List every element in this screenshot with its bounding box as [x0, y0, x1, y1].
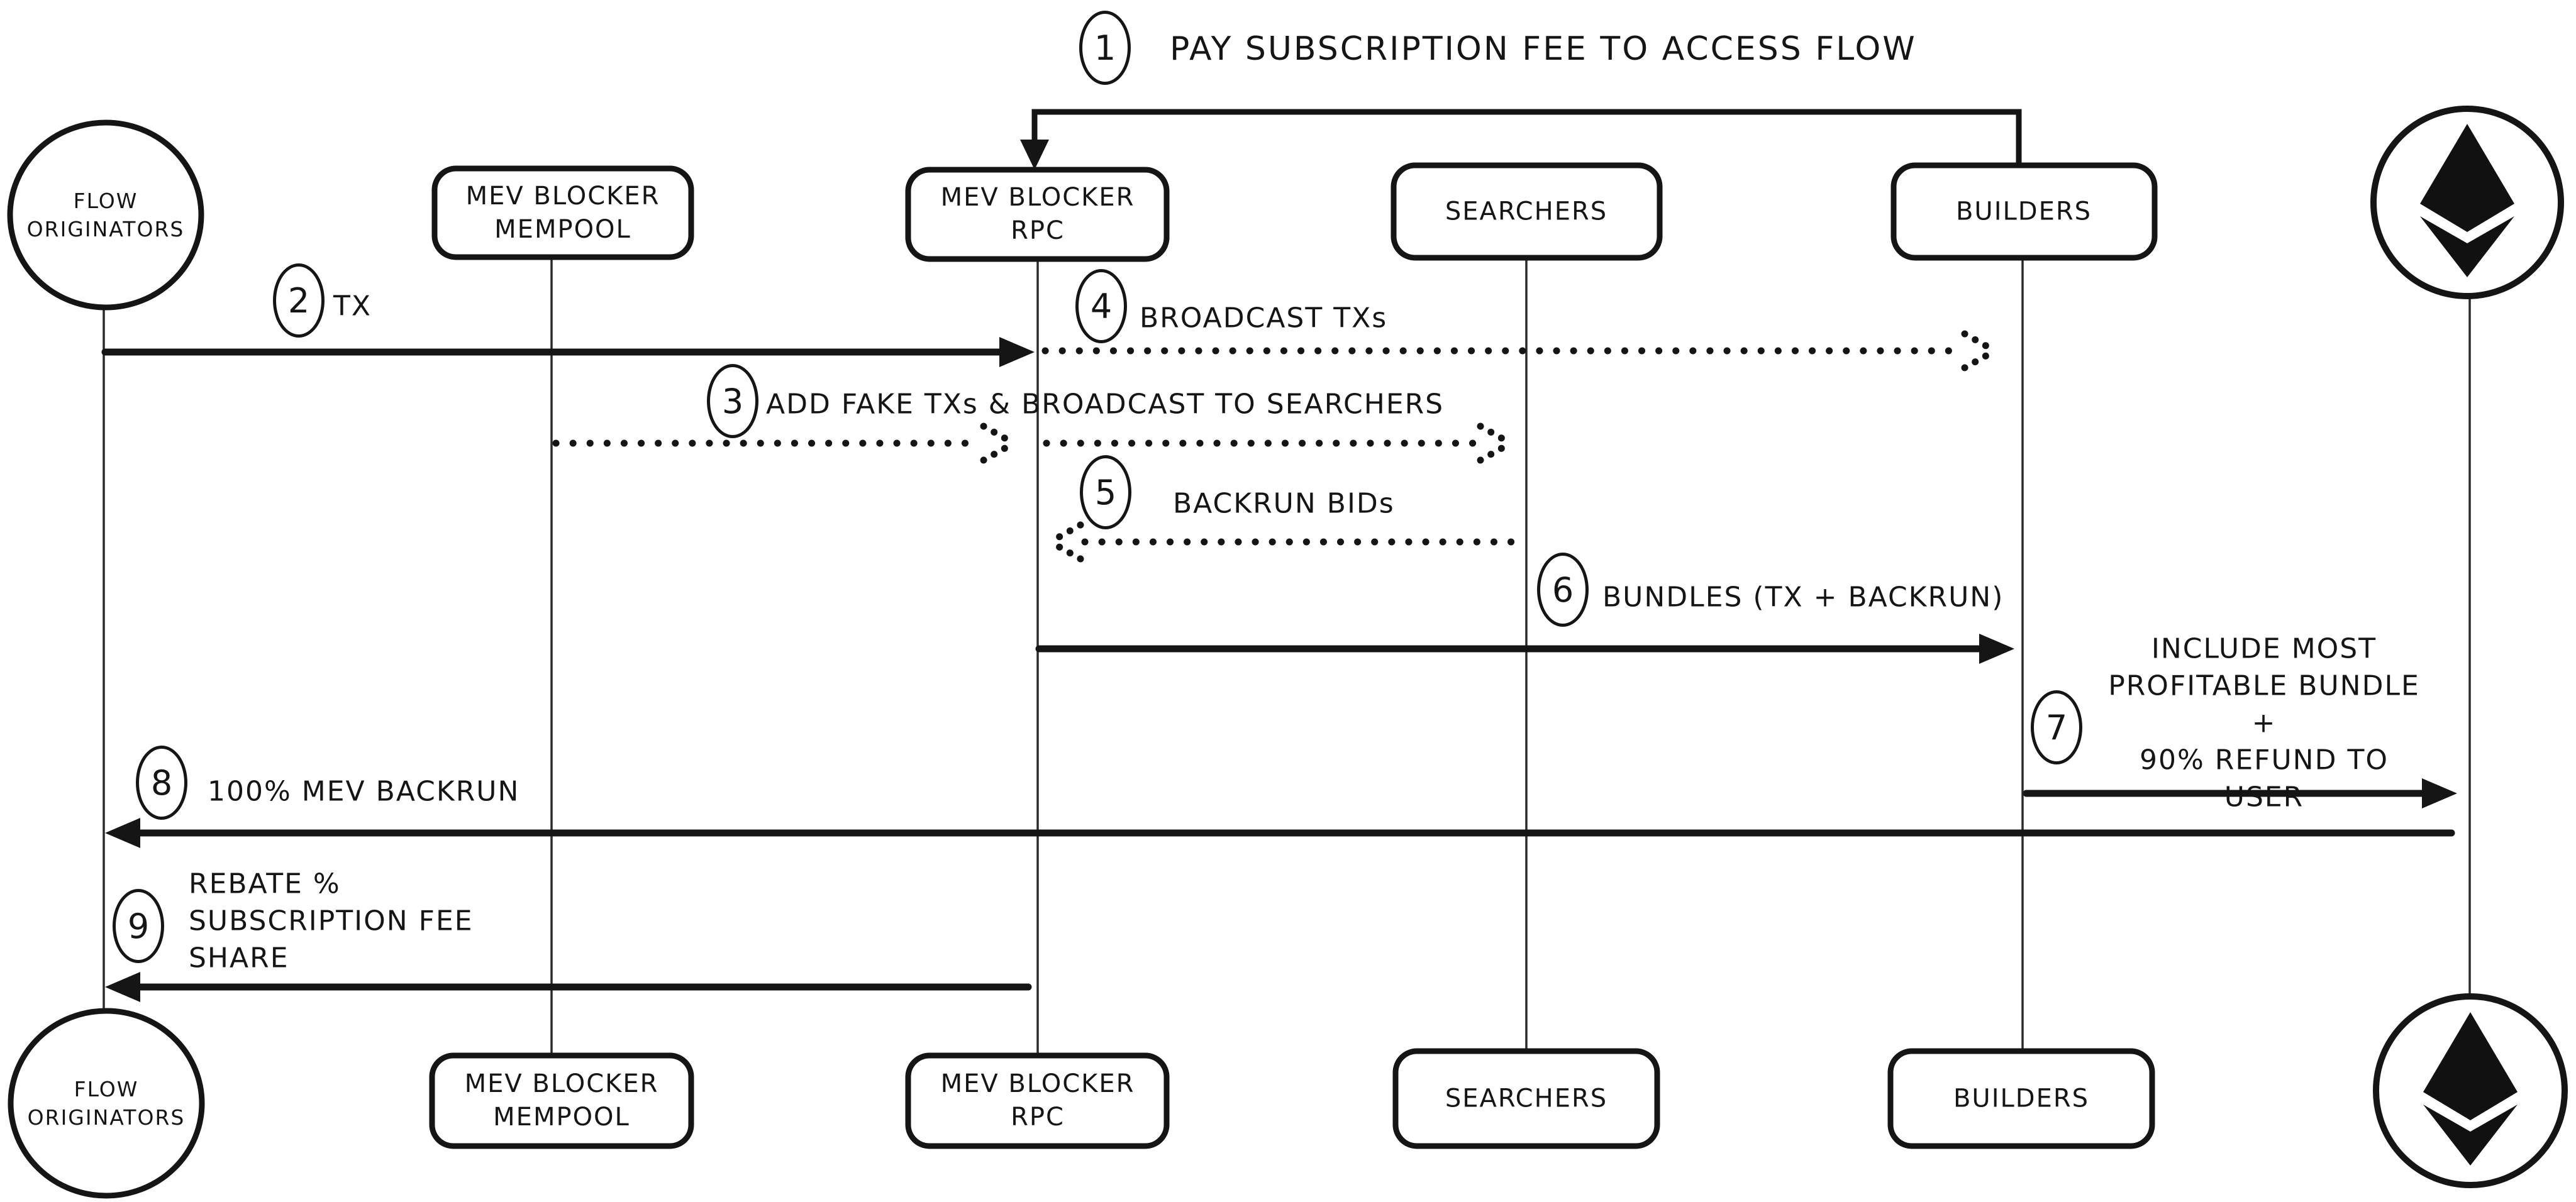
arrowhead-msg3a-lower — [980, 439, 1018, 464]
ethereum-top-logo ethereum-icon — [2420, 124, 2514, 277]
arrowhead-msg8 — [105, 818, 140, 848]
arrowhead-msg5-lower — [1046, 538, 1084, 563]
top-actor-shapes — [7, 106, 2564, 311]
actor-flow-originators-bottom-label: FLOW ORIGINATORS — [27, 1077, 186, 1130]
msg1-label: PAY SUBSCRIPTION FEE TO ACCESS FLOW — [1170, 30, 1917, 68]
arrowhead-msg3b-lower — [1477, 439, 1514, 464]
mev-blocker-rpc-bottom-box — [905, 1052, 1170, 1149]
arrowhead-msg4-lower — [1961, 347, 1999, 372]
arrowhead-msg3b-upper — [1477, 422, 1514, 447]
step-3-number-badge: 3 — [707, 364, 758, 438]
ethereum-bottom-logo-upper — [2423, 1012, 2518, 1120]
actor-builders-top-label: BUILDERS — [1955, 197, 2092, 226]
step-9-number-badge: 9 — [113, 889, 164, 963]
ethereum-bottom-logo ethereum-icon — [2423, 1012, 2518, 1166]
arrowhead-msg7 — [2422, 778, 2457, 808]
arrowhead-msg6 — [1979, 634, 2014, 664]
actor-builders-bottom-label: BUILDERS — [1953, 1084, 2090, 1113]
builders-bottom-box — [1887, 1048, 2155, 1149]
arrow-msg1-pay-subscription — [1031, 109, 2022, 166]
step-8-number-badge: 8 — [136, 746, 187, 820]
arrowhead-msg2 — [999, 337, 1035, 367]
step-2-number-badge: 2 — [273, 263, 325, 338]
step-7-number-badge: 7 — [2031, 690, 2082, 764]
bottom-actor-shapes — [8, 993, 2568, 1199]
searchers-top-box — [1391, 162, 1663, 261]
arrowhead-msg3a-upper — [980, 422, 1018, 447]
builders-top-box — [1890, 162, 2158, 261]
msg6-label: BUNDLES (TX + BACKRUN) — [1602, 581, 2004, 614]
msg9-label: REBATE % SUBSCRIPTION FEE SHARE — [189, 868, 474, 974]
arrowhead-msg4-upper — [1961, 330, 1999, 355]
flow-originators-bottom-circle — [8, 1008, 205, 1199]
flow-originators-top-circle — [7, 119, 204, 311]
mev-blocker-rpc-top-box — [905, 167, 1170, 262]
step-1-number-badge: 1 — [1079, 11, 1131, 85]
actor-searchers-bottom-label: SEARCHERS — [1445, 1084, 1608, 1113]
msg5-label: BACKRUN BIDs — [1173, 487, 1395, 520]
msg4-label: BROADCAST TXs — [1140, 302, 1388, 334]
step-5-number-badge: 5 — [1080, 455, 1131, 529]
step-6-number-badge: 6 — [1537, 553, 1589, 627]
mev-blocker-mempool-bottom-box — [429, 1052, 694, 1149]
msg7-label: INCLUDE MOST PROFITABLE BUNDLE + 90% REF… — [2108, 632, 2420, 813]
mev-blocker-mempool-top-box — [431, 165, 694, 260]
actor-searchers-top-label: SEARCHERS — [1445, 197, 1608, 226]
msg8-label: 100% MEV BACKRUN — [208, 775, 520, 808]
actor-mev-blocker-rpc-bottom-label: MEV BLOCKER RPC — [940, 1069, 1135, 1132]
actor-mev-blocker-rpc-top-label: MEV BLOCKER RPC — [940, 183, 1135, 245]
actor-mev-blocker-mempool-bottom-label: MEV BLOCKER MEMPOOL — [464, 1069, 659, 1132]
searchers-bottom-box — [1392, 1048, 1660, 1149]
actor-flow-originators-top-label: FLOW ORIGINATORS — [26, 189, 185, 241]
ethereum-top-logo-lower — [2420, 216, 2514, 277]
actor-mev-blocker-mempool-top-label: MEV BLOCKER MEMPOOL — [465, 182, 660, 244]
arrowhead-msg5-upper — [1046, 521, 1084, 546]
arrowhead-msg1 — [1020, 140, 1049, 170]
msg2-label: TX — [333, 290, 372, 323]
ethereum-top-logo-upper — [2420, 124, 2514, 232]
lifelines — [103, 258, 2471, 1056]
step-4-number-badge: 4 — [1075, 269, 1127, 343]
ethereum-bottom-logo-lower — [2423, 1105, 2518, 1166]
msg3-label: ADD FAKE TXs & BROADCAST TO SEARCHERS — [766, 388, 1445, 421]
arrowhead-msg9 — [105, 972, 140, 1002]
